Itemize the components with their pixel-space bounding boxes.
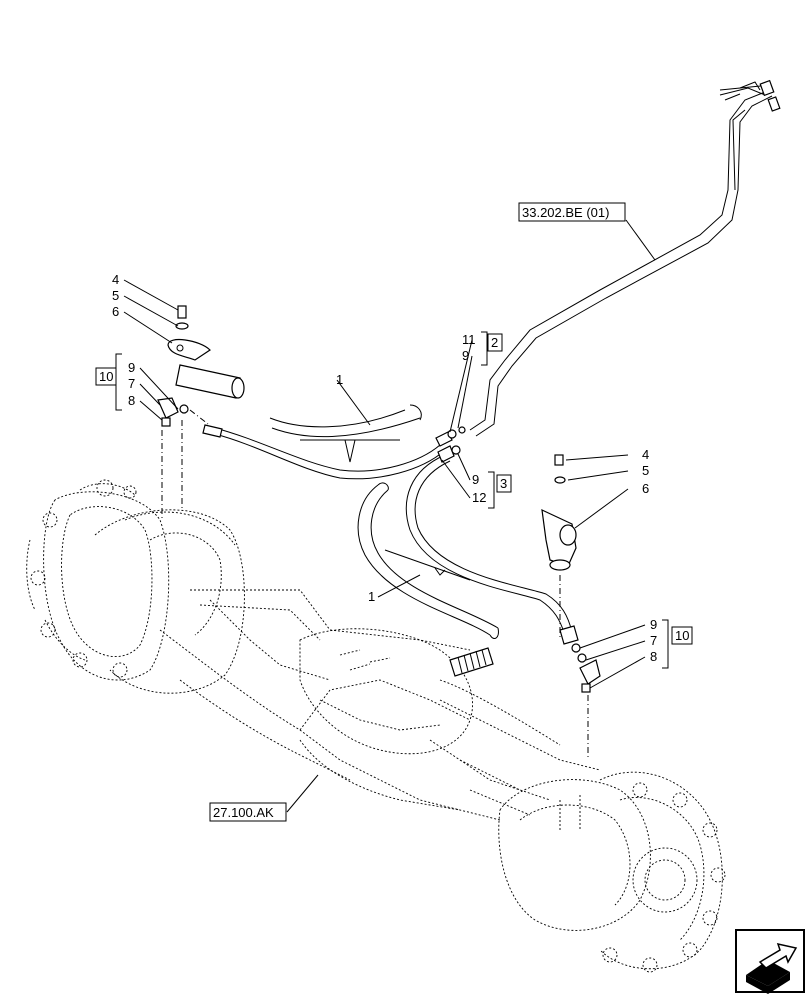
callout-3: 3 [500, 476, 507, 491]
upper-brake-hose [202, 404, 453, 480]
callout-6-left: 6 [112, 304, 119, 319]
rigid-brake-pipe [469, 79, 781, 437]
callout-7-left: 7 [128, 376, 135, 391]
callout-1-upper: 1 [336, 372, 343, 387]
left-bracket-and-sleeve [157, 305, 245, 427]
callout-4-left: 4 [112, 272, 119, 287]
callout-4-right: 4 [642, 447, 649, 462]
callout-10-right: 10 [675, 628, 689, 643]
axle-housing [26, 479, 726, 973]
pinion-shaft [449, 647, 494, 677]
callout-6-right: 6 [642, 481, 649, 496]
next-page-arrow-icon[interactable] [735, 929, 805, 994]
callout-9-upper: 9 [462, 348, 469, 363]
callout-8-right: 8 [650, 649, 657, 664]
callout-9-left: 9 [128, 360, 135, 375]
callouts: 4 5 6 9 7 8 10 1 11 9 2 9 12 3 1 4 5 6 9… [95, 272, 693, 664]
callout-10-left: 10 [99, 369, 113, 384]
callout-2: 2 [491, 335, 498, 350]
callout-12: 12 [472, 490, 486, 505]
lower-brake-hose [357, 445, 579, 645]
callout-7-right: 7 [650, 633, 657, 648]
callout-5-left: 5 [112, 288, 119, 303]
reference-27-100-ak[interactable]: 27.100.AK [213, 805, 274, 820]
leader-lines [115, 219, 669, 813]
callout-9-lower: 9 [472, 472, 479, 487]
callout-11: 11 [462, 332, 476, 347]
reference-labels: 33.202.BE (01) 27.100.AK [209, 202, 626, 822]
callout-1-lower: 1 [368, 589, 375, 604]
callout-8-left: 8 [128, 393, 135, 408]
reference-33-202-be[interactable]: 33.202.BE (01) [522, 205, 609, 220]
right-bracket-and-sleeve [541, 454, 601, 693]
center-lines [161, 409, 589, 760]
callout-9-right: 9 [650, 617, 657, 632]
callout-5-right: 5 [642, 463, 649, 478]
